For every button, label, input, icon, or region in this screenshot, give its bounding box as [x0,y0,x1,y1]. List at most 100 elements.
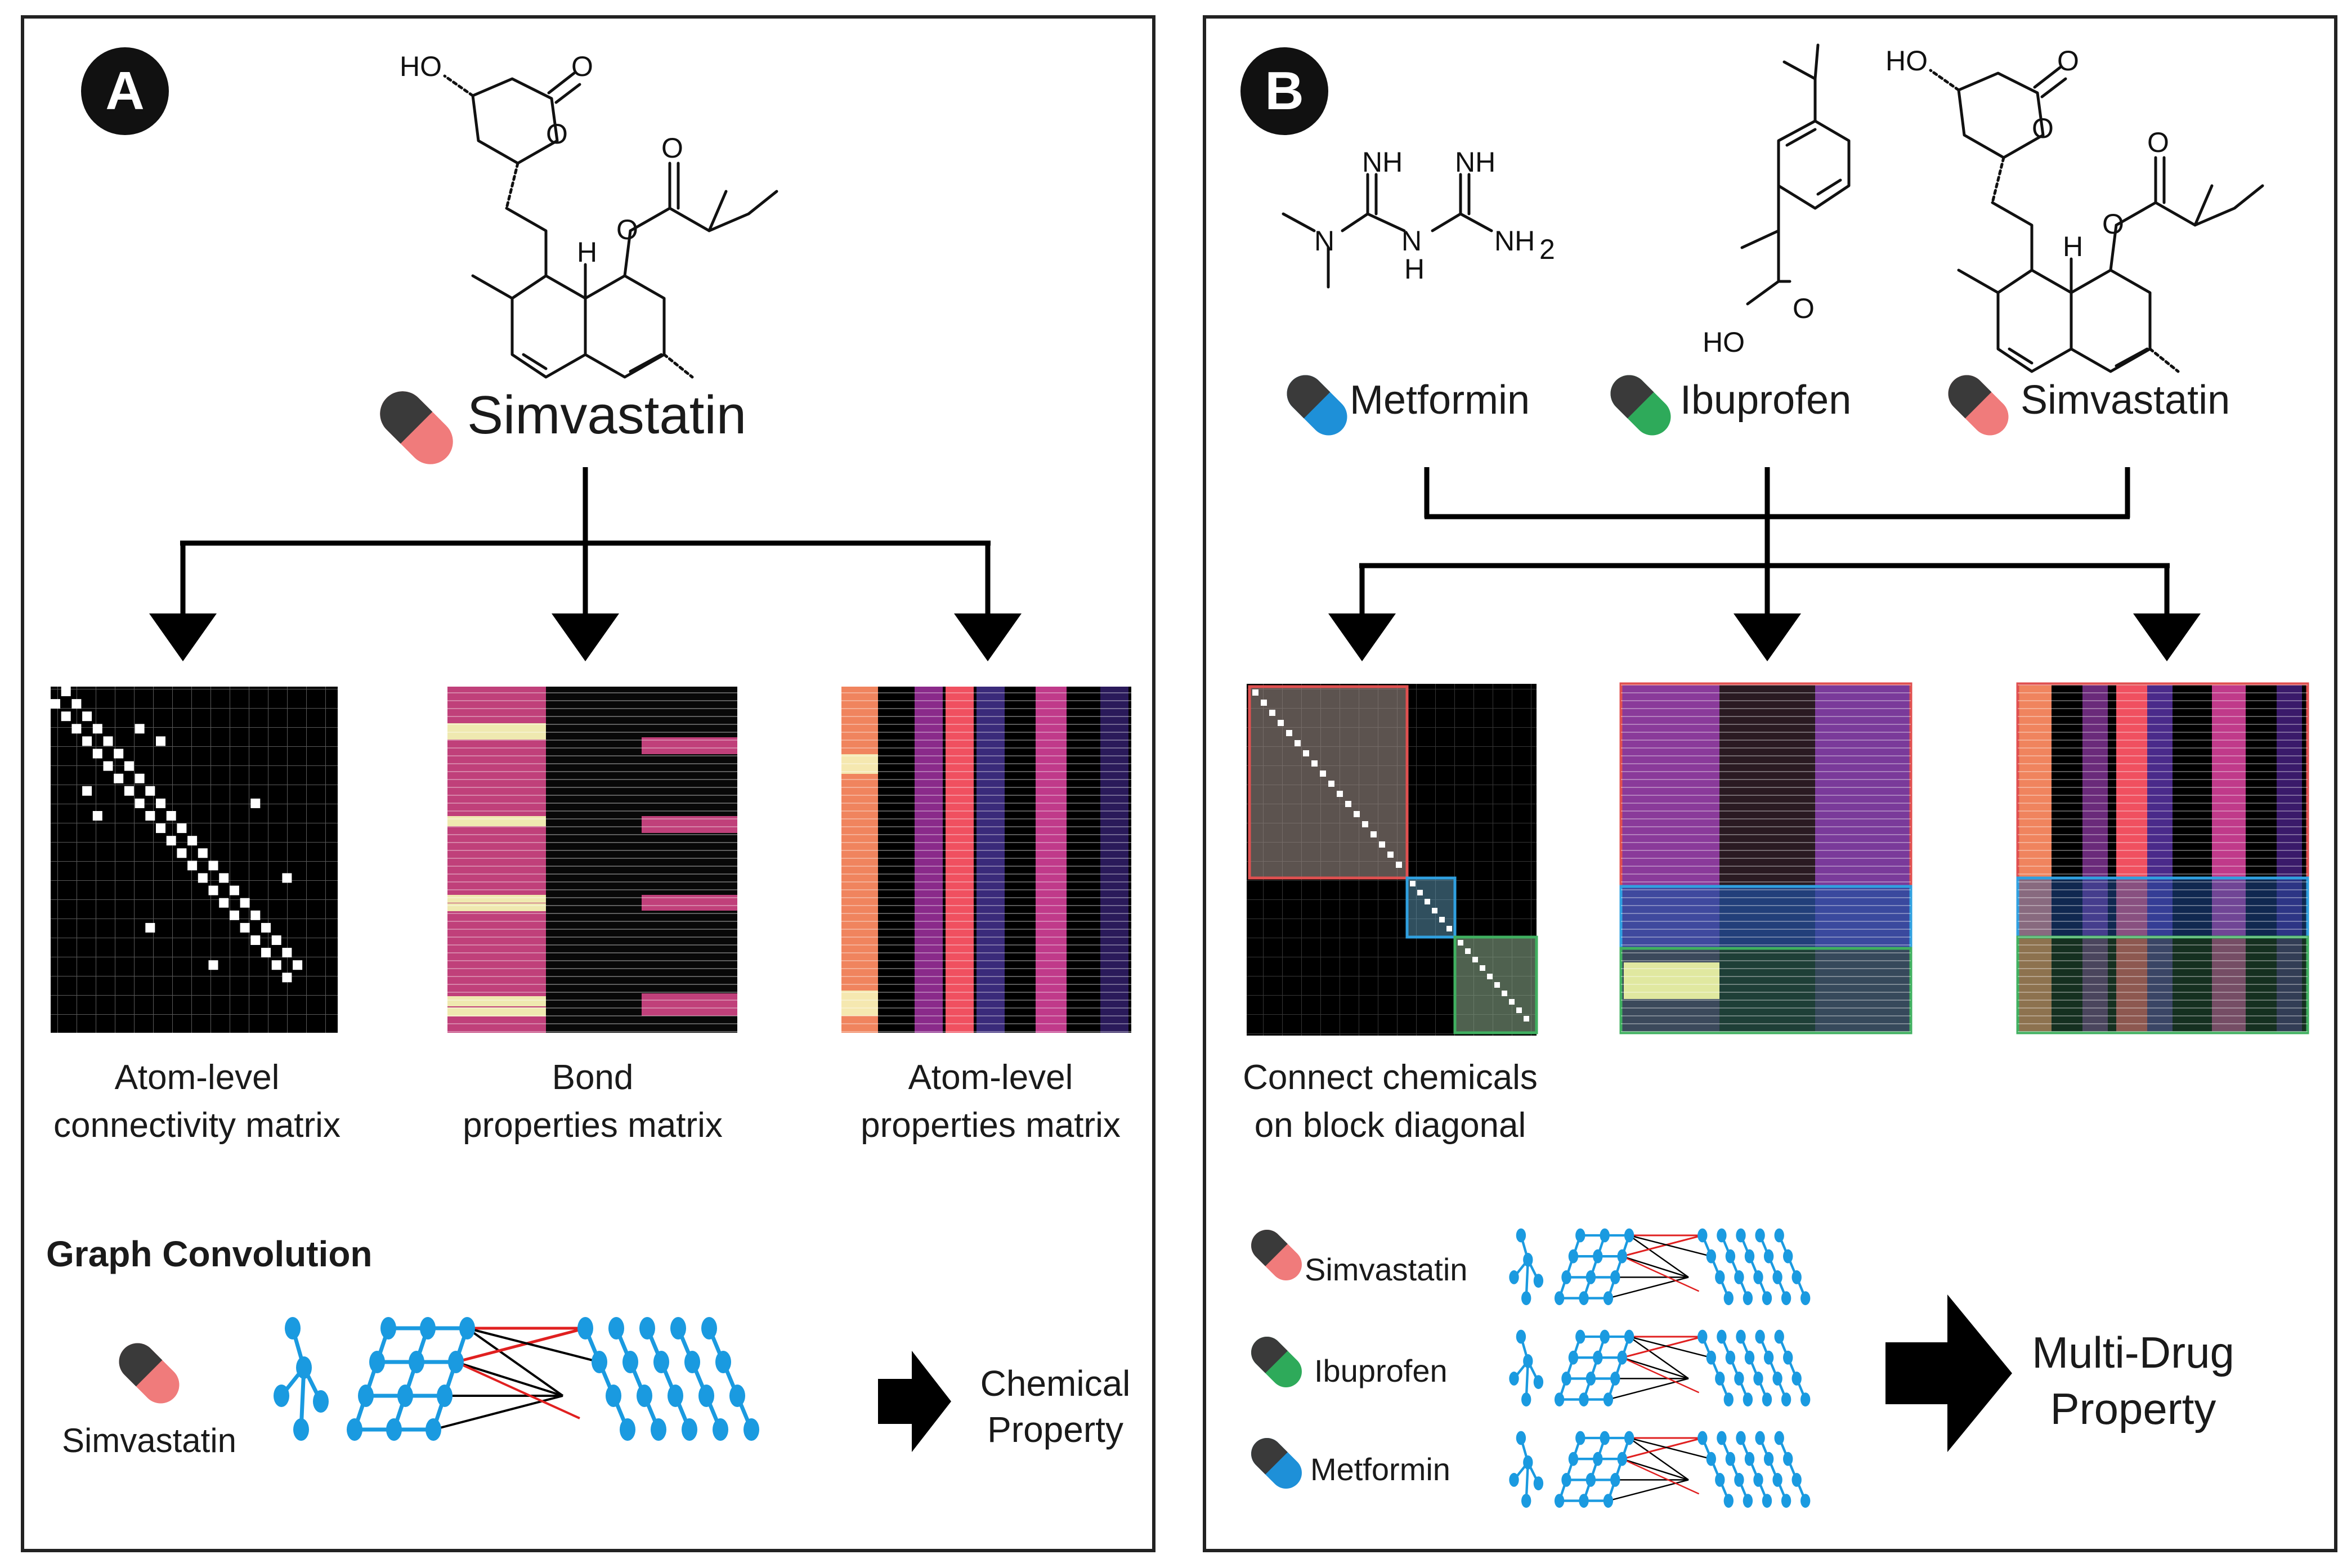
connectivity-cell [1480,965,1485,971]
graph-node [1734,1473,1744,1487]
graph-node [1593,1249,1603,1264]
graph-node [577,1317,593,1339]
graph-edge [455,1361,580,1419]
graph-node [1734,1372,1744,1386]
graph-node [1783,1249,1793,1264]
graph-node [1791,1372,1802,1386]
connectivity-cell [261,948,271,958]
connectivity-cell [282,948,292,958]
output-line1: Chemical [980,1363,1131,1404]
graph-node [1610,1372,1620,1386]
graph-node [369,1351,385,1373]
graph-node [1624,1329,1634,1344]
graph-node [1706,1249,1716,1264]
graph-node [1774,1431,1784,1445]
graph-node [1561,1473,1571,1487]
graph-node [1762,1494,1772,1508]
graph-node [1753,1473,1763,1487]
graph-node [1575,1228,1585,1243]
graph-node [1744,1249,1755,1264]
graph-node [1772,1372,1782,1386]
graph-node [1783,1350,1793,1365]
graph-node [1715,1372,1725,1386]
graph-node [1725,1350,1736,1365]
graph-node [1509,1473,1519,1487]
connectivity-cell [229,885,239,895]
graph-edge [1622,1357,1689,1379]
graph-edge [1622,1458,1700,1495]
graph-node [1763,1249,1774,1264]
connectivity-cell [293,960,303,970]
connectivity-cell [198,873,208,883]
graph-node [1523,1354,1533,1368]
connectivity-cell [250,910,261,920]
graph-node [1743,1291,1753,1306]
svg-text:N: N [1401,225,1422,257]
graph-node [682,1418,697,1441]
connectivity-cell [198,848,208,858]
matrix-2-caption-line2: properties matrix [463,1106,723,1145]
graph-node [420,1317,436,1339]
connectivity-cell [156,736,165,746]
connectivity-cell [1379,841,1385,848]
graph-node [698,1385,714,1407]
connectivity-cell [61,711,71,722]
connectivity-cell [1410,881,1416,886]
connectivity-cell [92,749,102,759]
connectivity-cell [82,711,92,722]
graph-node [1523,1455,1533,1470]
connectivity-cell [1328,781,1334,787]
svg-text:H: H [577,236,597,268]
svg-text:NH: NH [1455,146,1495,178]
graph-node [1706,1350,1716,1365]
connectivity-cell [250,798,261,808]
graph-node [296,1356,312,1379]
svg-text:H: H [2063,231,2083,262]
graph-node [1603,1494,1614,1508]
graph-node [1791,1270,1802,1284]
graph-node [1561,1270,1571,1284]
graph-node [380,1317,396,1339]
connectivity-cell [219,873,229,883]
svg-text:O: O [616,214,638,245]
svg-text:O: O [1793,293,1815,324]
connectivity-cell [1487,974,1493,979]
connectivity-cell [145,922,155,933]
connectivity-cell [92,724,102,734]
graph-edge [466,1327,564,1397]
simvastatin-label-b: Simvastatin [2021,378,2230,423]
connectivity-cell [1320,770,1326,777]
svg-text:HO: HO [1703,326,1745,358]
svg-text:O: O [2102,208,2124,240]
graph-node [1516,1228,1526,1243]
metformin-label: Metformin [1350,378,1530,423]
graph-node [1725,1249,1736,1264]
connectivity-cell [1303,750,1309,756]
graph-node [1533,1375,1544,1390]
graph-node [1603,1291,1614,1306]
simvastatin-structure-b: HO O O H O O [1885,45,2264,373]
graph-node [1617,1350,1627,1365]
atom-properties-matrix [841,687,1131,1033]
graph-node [358,1385,374,1407]
graph-node [1736,1228,1746,1243]
ibuprofen-capsule-icon [1610,375,1671,436]
graph-edge [1629,1336,1712,1359]
connectivity-cell [1362,821,1368,827]
connectivity-cell [82,736,92,746]
panel-b: B N NH N H NH NH 2 [1203,15,2337,1552]
graph-node [1755,1228,1765,1243]
graph-node [1575,1431,1585,1445]
graph-node [1579,1494,1589,1508]
connectivity-cell [1261,700,1267,706]
connectivity-cell [271,935,281,945]
graph-node [1697,1329,1708,1344]
graph-node [1624,1431,1634,1445]
graph-edge [455,1327,586,1364]
connectivity-cell [1516,1007,1522,1013]
connectivity-cell [1458,940,1463,946]
graph-edge [1629,1234,1712,1257]
simvastatin-capsule-icon-b [1948,375,2009,436]
graph-node [1753,1270,1763,1284]
graph-node [1774,1329,1784,1344]
